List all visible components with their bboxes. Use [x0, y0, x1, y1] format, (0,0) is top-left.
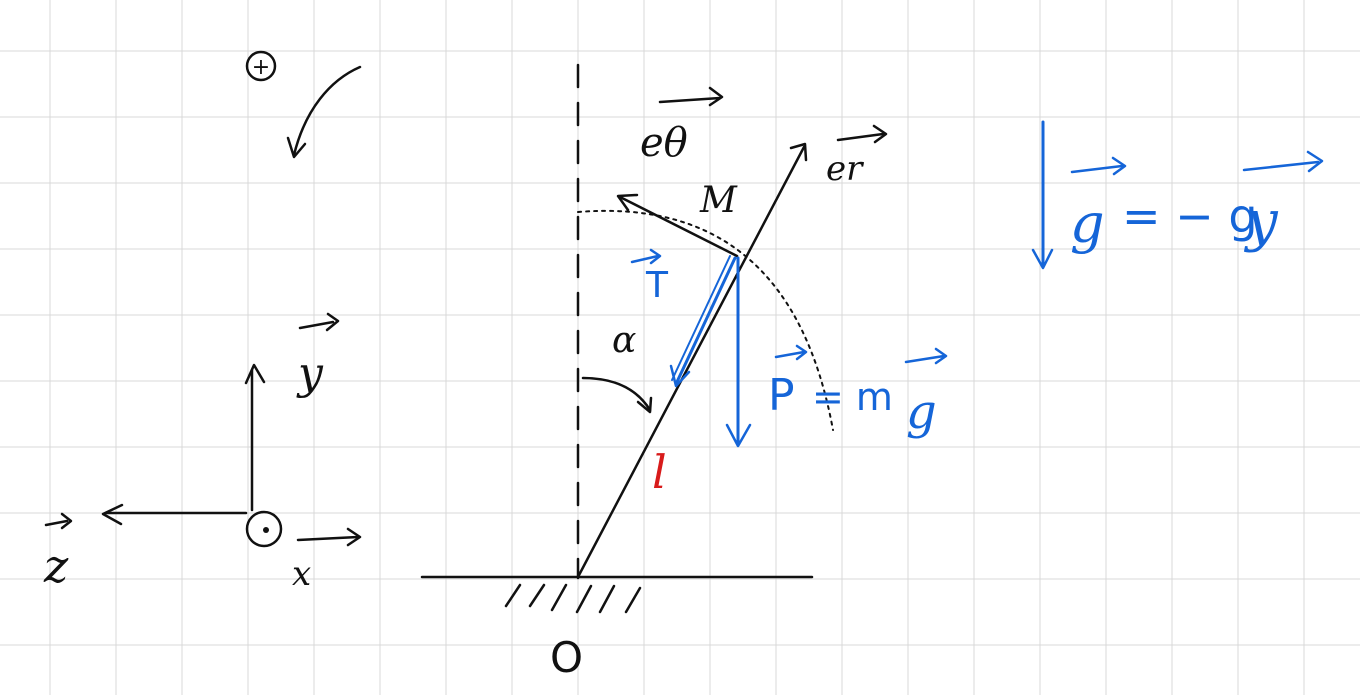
reference-frame	[101, 363, 283, 548]
unit-e-r-vector-arrow	[836, 124, 888, 144]
gravity-y-vector-arrow	[1242, 150, 1324, 173]
basis-y-label: y	[296, 348, 324, 399]
basis-x-vector-arrow	[296, 527, 362, 547]
trajectory-arc	[577, 209, 834, 431]
angle-alpha-label: α	[612, 320, 636, 361]
unit-vector-e-theta	[616, 193, 739, 258]
basis-z-vector-arrow	[44, 512, 73, 530]
weight-g-label: g	[906, 384, 937, 440]
unit-e-theta-label: eθ	[640, 120, 688, 166]
weight-p-label: P	[768, 370, 795, 421]
tension-label: T	[645, 265, 669, 306]
gravity-g-vector-arrow	[1070, 156, 1127, 176]
origin-o-label: O	[550, 633, 583, 682]
length-l-label: l	[652, 445, 667, 499]
gravity-arrow	[1031, 120, 1054, 270]
angle-alpha-arrowhead	[636, 396, 653, 414]
basis-z-label: z	[43, 539, 69, 593]
angle-alpha-arc	[581, 376, 652, 412]
point-m-label: M	[699, 180, 738, 221]
tension-vector	[669, 255, 737, 388]
unit-e-r-label: er	[826, 149, 864, 189]
orientation-mark: +	[245, 50, 277, 82]
weight-equals-m-label: = m	[812, 375, 893, 419]
orientation-plus-label: +	[252, 55, 270, 80]
weight-g-vector-arrow	[904, 347, 948, 365]
basis-y-vector-arrow	[298, 312, 340, 332]
rotation-direction-arrow	[286, 65, 362, 159]
unit-e-theta-vector-arrow	[658, 86, 724, 107]
gravity-g-label: g	[1070, 192, 1105, 255]
tension-vector-arrow-label	[630, 248, 662, 265]
ground-support	[420, 575, 814, 614]
pendulum-rod	[576, 142, 808, 579]
gravity-equals-minus-g-label: = − g	[1122, 189, 1258, 243]
gravity-y-label: y	[1243, 189, 1279, 254]
basis-x-label: x	[292, 554, 311, 594]
weight-p-vector-arrow	[774, 344, 808, 361]
weight-vector	[725, 256, 752, 448]
